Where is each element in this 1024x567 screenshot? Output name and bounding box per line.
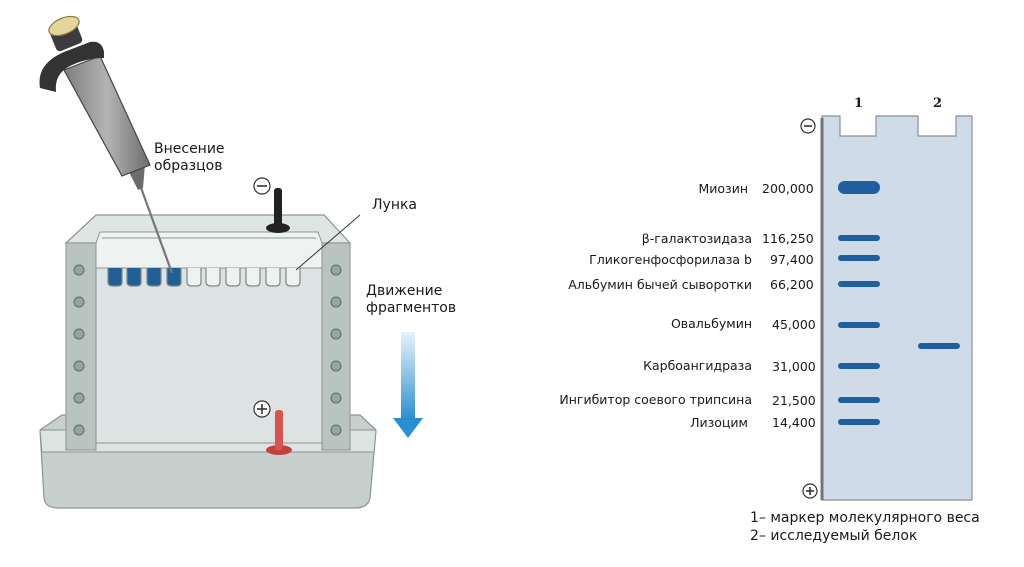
- gel-anode-sign: [802, 483, 818, 499]
- marker-name-beta-galactosidase: β-галактозидаза: [641, 231, 752, 246]
- band-myosin: [838, 181, 880, 194]
- band-trypsin-inhibitor: [838, 397, 880, 403]
- marker-mw-carbonic-anhydrase: 31,000: [772, 359, 816, 374]
- gel-cathode-sign: [800, 118, 816, 134]
- marker-mw-ovalbumin: 45,000: [772, 317, 816, 332]
- legend-line-1: 1– маркер молекулярного веса: [750, 510, 980, 526]
- electrophoresis-tank: [39, 214, 377, 509]
- marker-mw-lysozyme: 14,400: [772, 415, 816, 430]
- marker-mw-bsa: 66,200: [770, 277, 814, 292]
- marker-name-carbonic-anhydrase: Карбоангидраза: [643, 358, 752, 373]
- lane-2-band: [918, 343, 960, 349]
- sample-loading-label: Внесение образцов: [154, 141, 225, 174]
- marker-mw-myosin: 200,000: [762, 181, 814, 196]
- marker-name-glycogen-phosphorylase: Гликогенфосфорилаза b: [589, 252, 752, 267]
- lane-1-number: 1: [854, 96, 864, 111]
- lane-1-bands: [838, 181, 880, 425]
- band-lysozyme: [838, 419, 880, 425]
- lane-2-number: 2: [933, 96, 943, 111]
- anode-post: [253, 400, 292, 455]
- band-bsa: [838, 281, 880, 287]
- marker-name-bsa: Альбумин бычей сыворотки: [568, 277, 752, 292]
- legend-line-2: 2– исследуемый белок: [750, 528, 918, 544]
- gel-slab: [820, 115, 973, 501]
- marker-name-ovalbumin: Овальбумин: [670, 316, 752, 331]
- well-label: Лунка: [372, 197, 418, 213]
- well-leader-line: [295, 214, 361, 271]
- gel-wells: [107, 268, 301, 287]
- band-beta-galactosidase: [838, 235, 880, 241]
- marker-name-trypsin-inhibitor: Ингибитор соевого трипсина: [559, 392, 752, 407]
- marker-mw-glycogen-phosphorylase: 97,400: [770, 252, 814, 267]
- marker-name-lysozyme: Лизоцим: [690, 415, 748, 430]
- band-ovalbumin: [838, 322, 880, 328]
- migration-label: Движение фрагментов: [366, 283, 457, 316]
- marker-mw-beta-galactosidase: 116,250: [762, 231, 814, 246]
- band-glycogen-phosphorylase: [838, 255, 880, 261]
- migration-arrow: [393, 332, 423, 438]
- pipette: [39, 15, 174, 274]
- marker-name-myosin: Миозин: [698, 181, 749, 196]
- cathode-post: [253, 177, 290, 233]
- marker-mw-trypsin-inhibitor: 21,500: [772, 393, 816, 408]
- band-carbonic-anhydrase: [838, 363, 880, 369]
